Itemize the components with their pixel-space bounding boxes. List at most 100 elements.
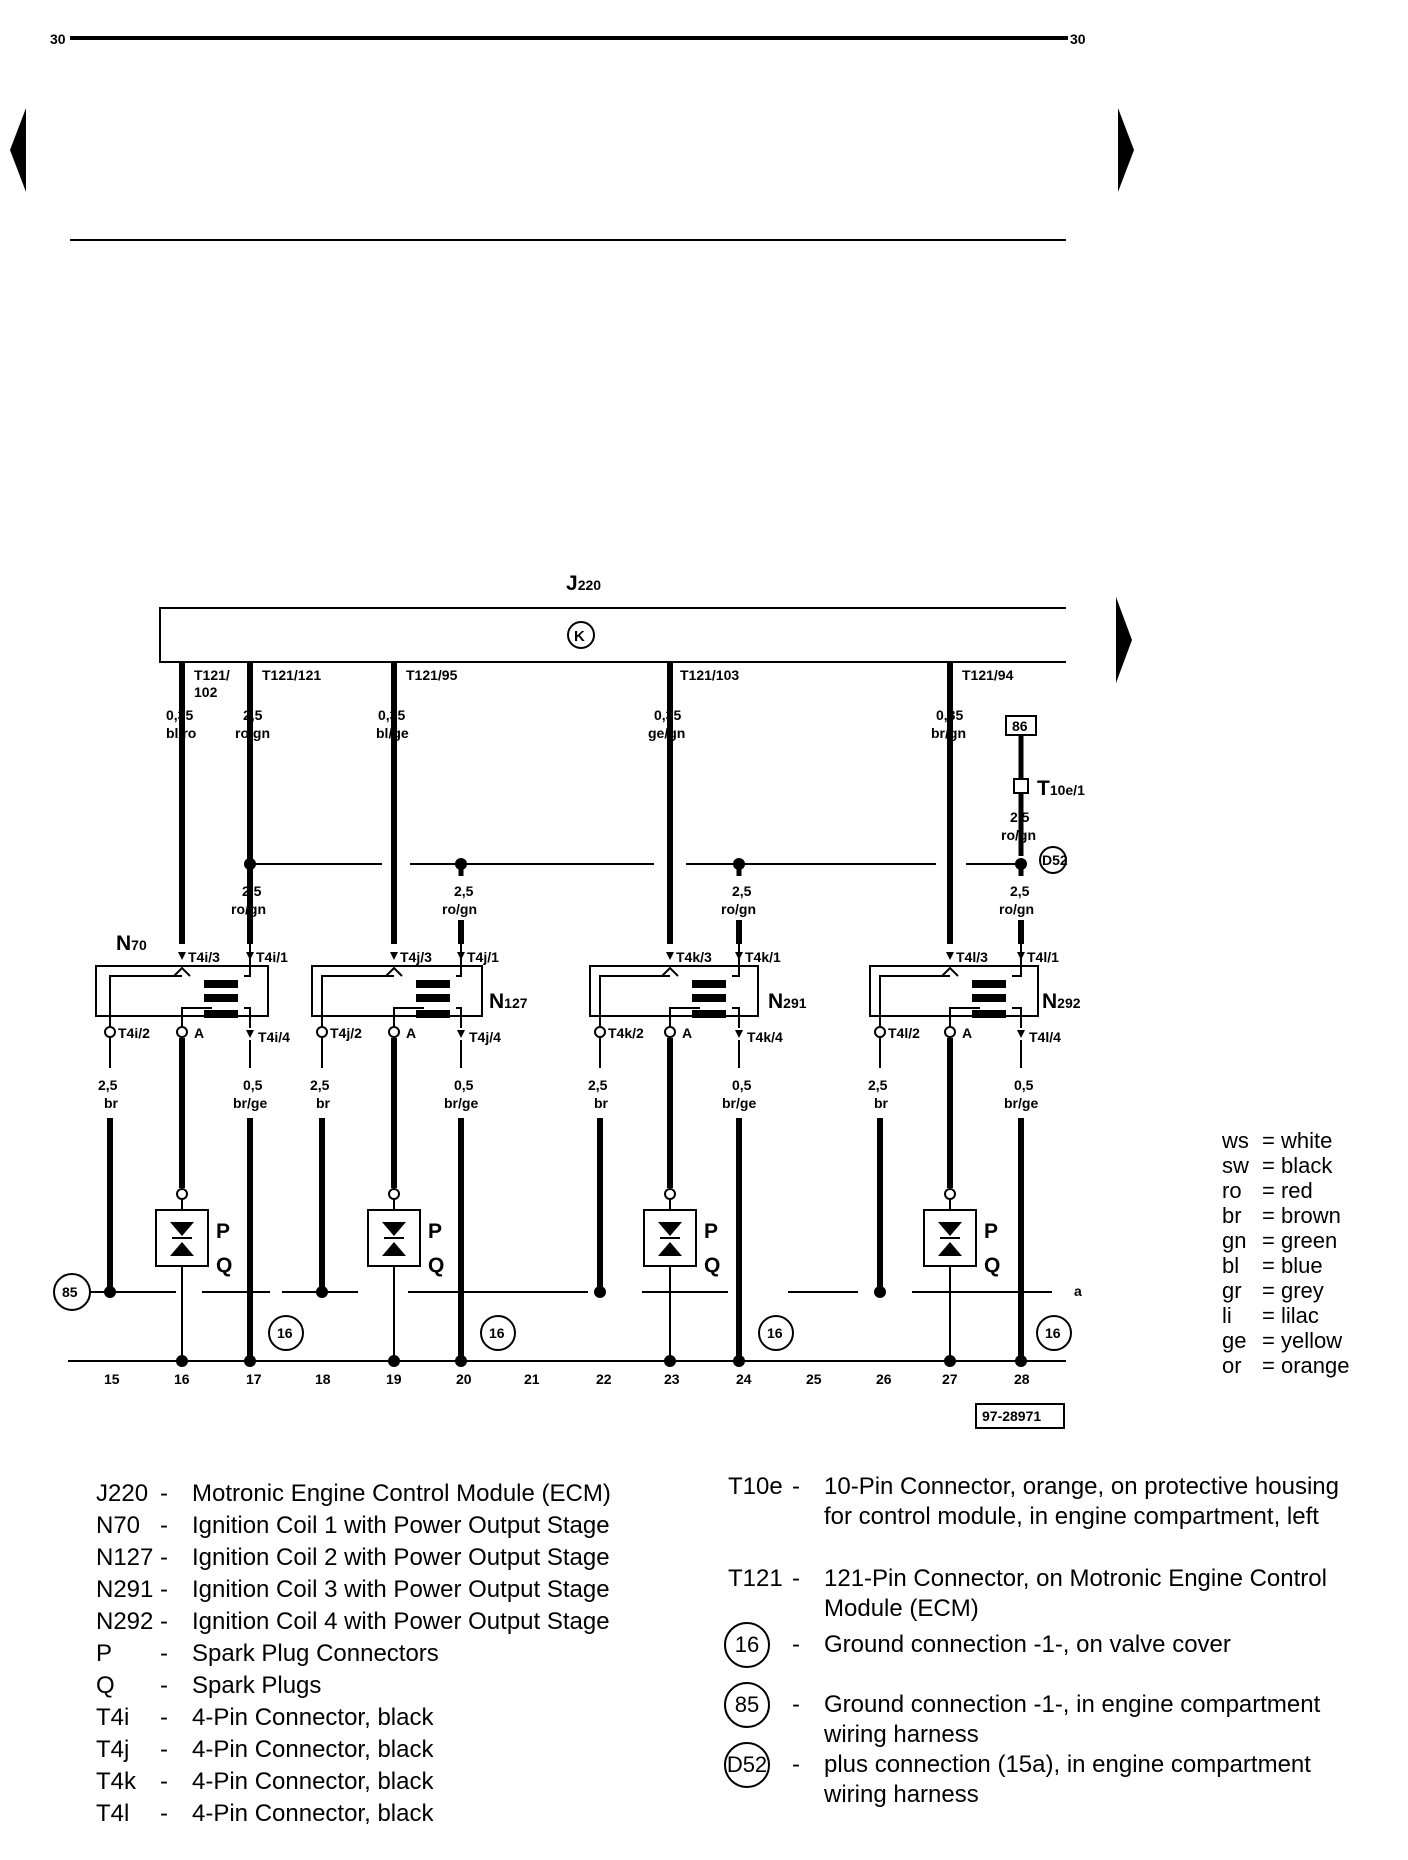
pin-icon	[316, 1026, 328, 1038]
component-legend-row: N70-Ignition Coil 1 with Power Output St…	[96, 1510, 611, 1542]
coil-name: N70	[116, 932, 147, 955]
spark-arrow-icon	[170, 1242, 194, 1256]
color-abbr: or	[1222, 1353, 1242, 1378]
color-legend-row: ge= yellow	[1222, 1328, 1349, 1353]
svg-text:D52: D52	[1042, 852, 1068, 868]
junction	[594, 1286, 606, 1298]
coil-winding-icon	[972, 994, 1006, 1002]
color-abbr: gn	[1222, 1228, 1247, 1253]
spark-arrow-icon	[170, 1222, 194, 1236]
pin-label: T4i/4	[258, 1029, 290, 1045]
track-number: 19	[386, 1371, 402, 1387]
coil-wire	[456, 1007, 462, 1028]
pin-icon	[176, 1026, 188, 1038]
pin-arrow-icon	[1017, 1030, 1025, 1038]
wire-size: 0,5	[1014, 1077, 1034, 1093]
spark-arrow-icon	[658, 1222, 682, 1236]
coil-winding-icon	[972, 1010, 1006, 1018]
ground-16-icon	[758, 1315, 794, 1351]
ecm-pin-label-2: 102	[194, 684, 218, 700]
nav-right-arrow-icon[interactable]	[1118, 108, 1134, 192]
svg-text:K: K	[574, 628, 585, 645]
pin-label: A	[406, 1025, 416, 1041]
page-number-left: 30	[50, 31, 66, 47]
component-legend-row: N292-Ignition Coil 4 with Power Output S…	[96, 1606, 611, 1638]
ecm-pin-label: T121/94	[962, 667, 1014, 683]
spark-plug-label: Q	[216, 1254, 232, 1277]
color-name: = lilac	[1262, 1303, 1319, 1328]
track-number: 20	[456, 1371, 472, 1387]
coil-wire	[321, 975, 394, 1028]
coil-box	[311, 965, 483, 1017]
component-desc: Spark Plugs	[192, 1672, 322, 1699]
component-desc: Ignition Coil 1 with Power Output Stage	[192, 1512, 610, 1539]
color-name: = brown	[1262, 1203, 1341, 1228]
track-number: 24	[736, 1371, 752, 1387]
component-symbol: D52	[724, 1742, 792, 1809]
color-name: = yellow	[1262, 1328, 1343, 1353]
pin-arrow-icon	[246, 952, 254, 960]
color-abbr: ws	[1222, 1128, 1249, 1153]
coil-box	[589, 965, 759, 1017]
component-code: T4k	[96, 1768, 137, 1795]
pin-label: T4j/2	[330, 1025, 362, 1041]
component-desc: Spark Plug Connectors	[192, 1640, 439, 1667]
figure-id: 97-28971	[982, 1408, 1041, 1424]
component-dash: -	[792, 1751, 800, 1778]
coil-box	[869, 965, 1039, 1017]
component-desc: Ground connection -1-, on valve cover	[824, 1631, 1231, 1658]
nav-left-arrow-icon[interactable]	[10, 108, 26, 192]
svg-text:2,5: 2,5	[454, 883, 474, 899]
color-name: = grey	[1262, 1278, 1324, 1303]
coil-wire	[244, 944, 251, 977]
component-legend-row: T10e-10-Pin Connector, orange, on protec…	[728, 1472, 1344, 1531]
pin-arrow-icon	[735, 1030, 743, 1038]
connector-t10e-label: T10e/1	[1037, 777, 1085, 800]
coil-wire	[879, 975, 950, 1028]
color-legend-row: or= orange	[1222, 1353, 1349, 1378]
transistor-icon	[385, 966, 403, 977]
component-code: T4i	[96, 1704, 130, 1731]
component-code: Q	[96, 1672, 115, 1699]
coil-wire	[393, 1007, 424, 1028]
component-legend-row: T4l-4-Pin Connector, black	[96, 1798, 611, 1830]
coil-winding-icon	[204, 994, 238, 1002]
ground-line-label: a	[1074, 1283, 1082, 1299]
coil-wire	[669, 1007, 700, 1028]
pin-icon	[664, 1188, 676, 1200]
color-legend-row: gn= green	[1222, 1228, 1349, 1253]
pin-label: T4k/4	[747, 1029, 783, 1045]
color-legend-row: bl= blue	[1222, 1253, 1349, 1278]
pin-arrow-icon	[390, 952, 398, 960]
component-desc: Ignition Coil 4 with Power Output Stage	[192, 1608, 610, 1635]
svg-text:2,5: 2,5	[1010, 809, 1030, 825]
ground-16-label: 16	[489, 1325, 505, 1341]
svg-text:2,5: 2,5	[1010, 883, 1030, 899]
color-legend-row: ro= red	[1222, 1178, 1349, 1203]
spark-plug-connector-label: P	[984, 1220, 998, 1243]
ground-85-icon	[53, 1273, 91, 1311]
component-desc: plus connection (15a), in engine compart…	[824, 1751, 1311, 1808]
color-abbr: br	[1222, 1203, 1242, 1228]
track-number: 21	[524, 1371, 540, 1387]
ground-symbol-icon: D52	[724, 1742, 770, 1788]
continue-right-arrow-icon[interactable]	[1116, 597, 1132, 683]
component-legend-row: 85-Ground connection -1-, in engine comp…	[724, 1682, 1344, 1749]
coil-winding-icon	[416, 980, 450, 988]
component-symbol: 16	[724, 1622, 792, 1668]
wire-color: ge/gn	[648, 725, 685, 741]
coil-name: N291	[768, 990, 807, 1013]
color-legend-row: gr= grey	[1222, 1278, 1349, 1303]
color-name: = black	[1262, 1153, 1333, 1178]
component-legend-row: T4i-4-Pin Connector, black	[96, 1702, 611, 1734]
ecm-pin-label: T121/95	[406, 667, 458, 683]
spark-plug-connector-label: P	[216, 1220, 230, 1243]
color-abbr: sw	[1222, 1153, 1249, 1178]
component-dash: -	[160, 1512, 168, 1539]
ecm-pin-label: T121/121	[262, 667, 321, 683]
component-code: J220	[96, 1480, 149, 1507]
component-code: T4j	[96, 1736, 130, 1763]
